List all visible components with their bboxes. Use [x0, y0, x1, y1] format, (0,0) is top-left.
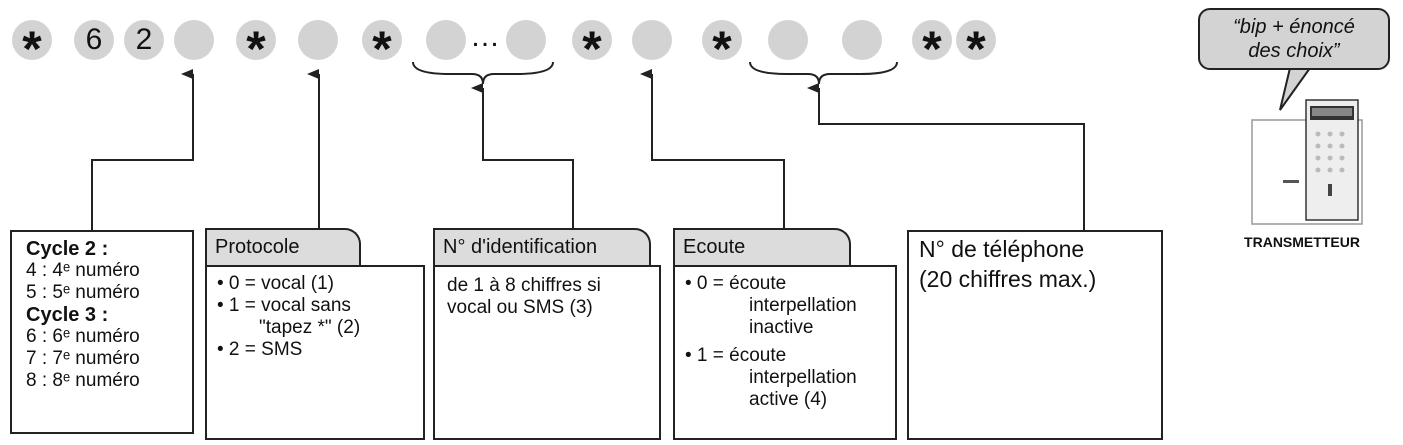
brace-telephone [749, 61, 898, 85]
box-text-line: 8 : 8ᵉ numéro [26, 370, 140, 391]
box-protocole: • 0 = vocal (1)• 1 = vocal sans"tapez *"… [205, 265, 425, 440]
cycle-heading: Cycle 3 : [26, 304, 109, 326]
tab-protocole: Protocole [205, 228, 361, 266]
arrow-telephone [807, 83, 1085, 232]
key-label: 2 [135, 23, 153, 56]
box-telephone: N° de téléphone (20 chiffres max.) [907, 230, 1163, 440]
box-text-line: vocal ou SMS (3) [447, 297, 593, 318]
key-star-7: * [956, 20, 996, 74]
key-star-5: * [702, 20, 742, 74]
box-text-line: • 1 = écoute [685, 345, 787, 366]
key-blank-ecoute [632, 20, 672, 60]
key-star-3: * [362, 20, 402, 74]
key-star-4: * [572, 20, 612, 74]
bubble-line-1: “bip + énoncé [1233, 16, 1355, 38]
transmetteur-device-icon [1251, 99, 1363, 225]
key-label: * [22, 20, 42, 77]
protocole-lines: • 0 = vocal (1)• 1 = vocal sans"tapez *"… [217, 273, 423, 361]
arrow-cycle [91, 69, 194, 230]
key-star-2: * [236, 20, 276, 74]
speech-bubble: “bip + énoncé des choix” [1198, 8, 1390, 70]
key-label: * [372, 20, 392, 77]
key-label: 6 [85, 23, 103, 56]
arrow-identification [471, 83, 574, 232]
key-label: * [966, 20, 986, 77]
box-text-line: active (4) [749, 389, 828, 410]
telephone-lines: N° de téléphone (20 chiffres max.) [919, 234, 1161, 294]
key-blank-telephone-2 [842, 20, 882, 60]
box-text-line: de 1 à 8 chiffres si [447, 275, 601, 296]
key-blank-protocole [298, 20, 338, 60]
key-digit-6: 6 [74, 20, 114, 60]
bubble-line-2: des choix” [1248, 40, 1340, 62]
tab-identification: N° d'identification [433, 228, 651, 266]
key-blank-cycle [174, 20, 214, 60]
box-text-line: • 1 = vocal sans [217, 295, 351, 316]
box-text-line: 7 : 7ᵉ numéro [26, 348, 140, 369]
box-text-line: • 2 = SMS [217, 339, 303, 360]
key-star-6: * [912, 20, 952, 74]
box-text-line: interpellation [749, 295, 857, 316]
key-digit-2: 2 [124, 20, 164, 60]
key-star-1: * [12, 20, 52, 74]
key-blank-identification-1 [426, 20, 466, 60]
box-text-line: 5 : 5ᵉ numéro [26, 282, 140, 303]
key-label: * [582, 20, 602, 77]
box-text-line: interpellation [749, 367, 857, 388]
key-blank-identification-2 [506, 20, 546, 60]
box-text-line: • 0 = vocal (1) [217, 273, 335, 294]
arrow-ecoute [640, 69, 785, 232]
box-text-line: 4 : 4ᵉ numéro [26, 260, 140, 281]
box-text-line: inactive [749, 317, 814, 338]
key-label: * [712, 20, 732, 77]
box-text-line: 6 : 6ᵉ numéro [26, 326, 140, 347]
device-label: TRANSMETTEUR [1244, 234, 1360, 250]
cycle-heading: Cycle 2 : [26, 238, 109, 260]
box-text-line: (20 chiffres max.) [919, 266, 1097, 292]
box-text-line: "tapez *" (2) [259, 317, 361, 338]
key-blank-telephone-1 [768, 20, 808, 60]
tab-ecoute: Ecoute [673, 228, 851, 266]
box-text-line: N° de téléphone [919, 236, 1085, 262]
brace-identification [412, 61, 554, 85]
bubble-tail [1279, 67, 1311, 111]
key-label: * [246, 20, 266, 77]
box-text-line: • 0 = écoute [685, 273, 787, 294]
key-label: * [922, 20, 942, 77]
